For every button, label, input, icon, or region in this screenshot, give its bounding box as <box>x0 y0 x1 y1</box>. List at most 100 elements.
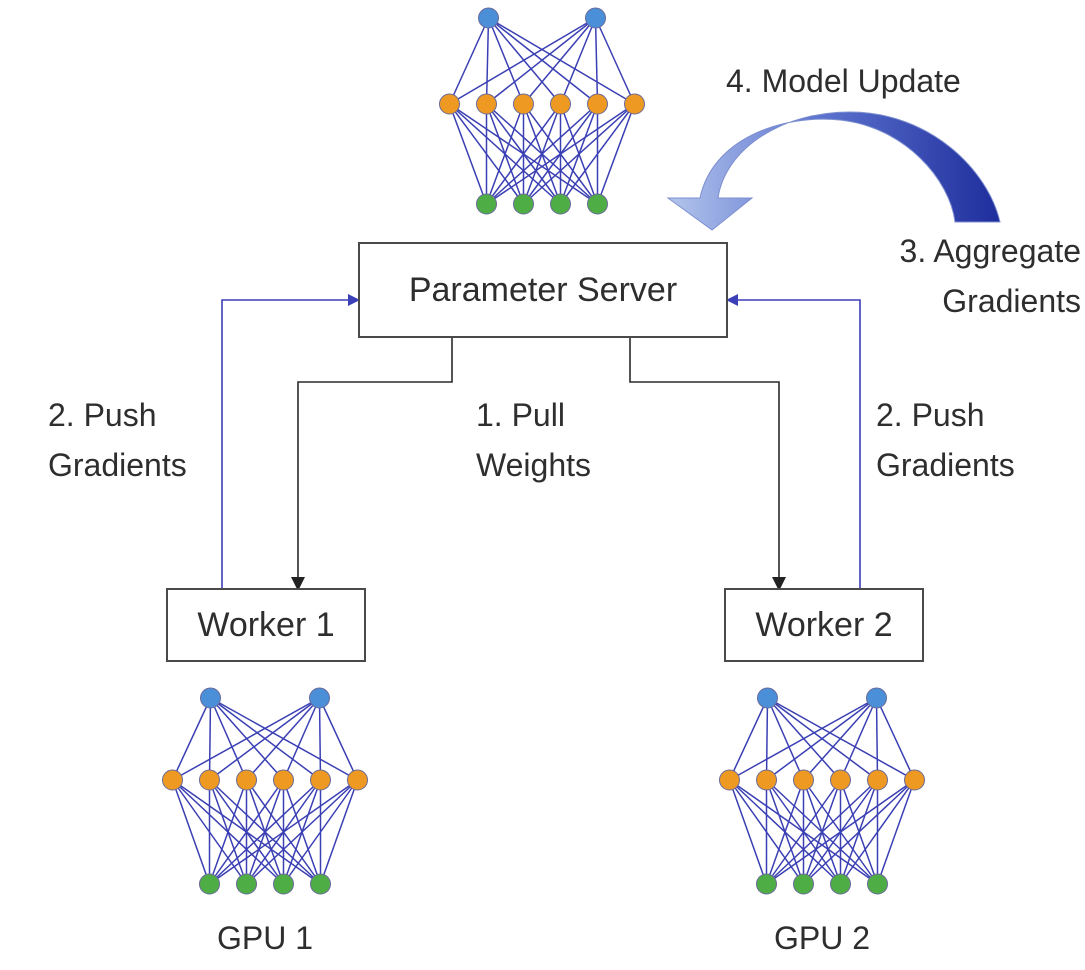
network-edge <box>485 103 562 205</box>
network-edge <box>318 697 359 781</box>
output-neuron <box>236 873 257 895</box>
network-edge <box>486 17 596 105</box>
network-edge <box>448 17 490 105</box>
network-edge <box>839 697 878 781</box>
pull-weights-line1: 1. Pull <box>476 397 565 433</box>
network-edge <box>802 779 916 885</box>
output-neuron <box>513 193 534 215</box>
push-gradients-label-left: 2. Push Gradients <box>48 390 187 490</box>
parameter-server-box: Parameter Server <box>358 242 728 338</box>
push-gradients-arrow-left <box>221 294 360 588</box>
push-gradients-left-line2: Gradients <box>48 447 187 483</box>
network-edge <box>765 779 842 885</box>
push-gradients-right-line2: Gradients <box>876 447 1015 483</box>
network-edge <box>485 103 525 205</box>
output-neuron <box>587 193 608 215</box>
network-edge <box>875 697 879 781</box>
hidden-neuron <box>347 769 368 791</box>
hidden-neuron <box>830 769 851 791</box>
output-neuron <box>830 873 851 895</box>
hidden-neuron <box>550 93 571 115</box>
hidden-neuron <box>439 93 460 115</box>
network-edge <box>594 17 636 105</box>
hidden-neuron <box>236 769 257 791</box>
network-edge <box>802 697 878 781</box>
output-neuron <box>793 873 814 895</box>
network-edge <box>728 697 769 781</box>
network-edge <box>522 17 597 105</box>
hidden-neuron <box>624 93 645 115</box>
network-edge <box>839 779 916 885</box>
push-gradients-left-line1: 2. Push <box>48 397 157 433</box>
hidden-neuron <box>756 769 777 791</box>
pull-weights-arrow-left <box>291 337 453 591</box>
aggregate-gradients-label: 3. Aggregate Gradients <box>900 226 1081 326</box>
output-neuron <box>756 873 777 895</box>
output-neuron <box>199 873 220 895</box>
network-edge <box>765 697 769 781</box>
network-edge <box>488 17 598 105</box>
network-edge <box>172 697 320 781</box>
hidden-neuron <box>310 769 331 791</box>
push-gradients-arrow-right <box>726 294 861 588</box>
gpu1-neural-network <box>162 687 368 895</box>
hidden-neuron <box>513 93 534 115</box>
worker-1-label: Worker 1 <box>197 605 335 644</box>
network-edge <box>245 697 321 781</box>
input-neuron <box>309 687 330 709</box>
input-neuron <box>757 687 778 709</box>
hidden-neuron <box>199 769 220 791</box>
network-edge <box>765 779 805 885</box>
network-edge <box>449 17 596 105</box>
push-gradients-right-line1: 2. Push <box>876 397 985 433</box>
network-edge <box>729 697 877 781</box>
network-edge <box>209 697 320 781</box>
worker-2-label: Worker 2 <box>755 605 893 644</box>
network-edge <box>448 103 488 205</box>
hidden-neuron <box>587 93 608 115</box>
network-edge <box>766 697 805 781</box>
network-edge <box>282 779 359 885</box>
network-edge <box>318 697 322 781</box>
network-edge <box>282 697 321 781</box>
network-edge <box>208 697 212 781</box>
aggregate-gradients-line1: 3. Aggregate <box>899 233 1081 269</box>
output-neuron <box>867 873 888 895</box>
aggregate-gradients-line2: Gradients <box>942 283 1081 319</box>
network-edge <box>319 779 359 885</box>
network-edge <box>208 779 322 885</box>
network-edge <box>209 779 358 885</box>
network-edge <box>486 103 635 205</box>
network-edge <box>728 779 768 885</box>
input-neuron <box>478 7 499 29</box>
worker-2-box: Worker 2 <box>724 588 924 662</box>
network-edge <box>245 779 359 885</box>
output-neuron <box>310 873 331 895</box>
network-edge <box>485 17 490 105</box>
gpu-1-label: GPU 1 <box>216 920 314 956</box>
network-edge <box>208 779 248 885</box>
hidden-neuron <box>719 769 740 791</box>
network-edge <box>875 697 916 781</box>
push-gradients-label-right: 2. Push Gradients <box>876 390 1015 490</box>
worker-1-box: Worker 1 <box>166 588 366 662</box>
server-neural-network <box>439 7 645 215</box>
pull-weights-line2: Weights <box>476 447 592 483</box>
model-update-text: 4. Model Update <box>726 63 961 99</box>
hidden-neuron <box>867 769 888 791</box>
network-edge <box>766 779 915 885</box>
network-edge <box>171 697 212 781</box>
network-edge <box>209 697 248 781</box>
network-edge <box>559 17 597 105</box>
gpu-2-label: GPU 2 <box>773 920 871 956</box>
output-neuron <box>550 193 571 215</box>
hidden-neuron <box>476 93 497 115</box>
network-edge <box>171 779 211 885</box>
network-edge <box>208 779 285 885</box>
output-neuron <box>476 193 497 215</box>
hidden-neuron <box>273 769 294 791</box>
network-edge <box>596 103 636 205</box>
network-edge <box>522 103 636 205</box>
